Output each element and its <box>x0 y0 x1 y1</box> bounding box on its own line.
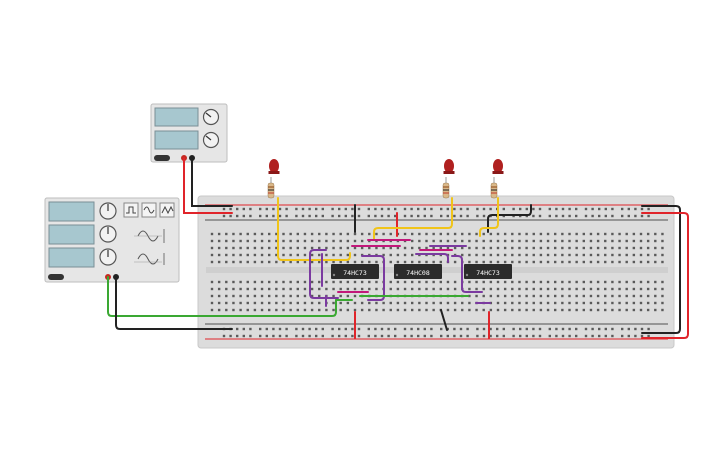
offset-diagram-icon <box>134 253 165 265</box>
chip-1-label: 74HC73 <box>343 269 367 277</box>
wire-yellow-3 <box>479 197 499 237</box>
function-generator[interactable] <box>44 197 180 283</box>
led-resistor-1[interactable] <box>267 159 280 199</box>
wire-rail-right-black <box>641 205 681 334</box>
wire-purple-1 <box>309 249 339 299</box>
power-supply[interactable] <box>150 103 228 163</box>
wire-power-black <box>191 157 233 207</box>
chip-3[interactable]: 74HC73 <box>464 264 512 279</box>
led-resistor-3[interactable] <box>490 159 504 199</box>
wire-purple-2 <box>361 255 385 301</box>
wire-power-red <box>183 157 233 214</box>
wire-purple-4 <box>415 253 449 263</box>
chip-3-label: 74HC73 <box>476 269 500 277</box>
led-2 <box>444 159 454 173</box>
power-supply-display-1 <box>154 107 199 127</box>
square-wave-icon[interactable] <box>123 202 139 218</box>
wire-fg-black <box>115 276 233 330</box>
chip-1[interactable]: 74HC73 <box>331 264 379 279</box>
function-generator-switch[interactable] <box>48 274 64 280</box>
wires[interactable] <box>107 157 689 339</box>
wire-yellow-2 <box>373 197 453 241</box>
wire-yellow-1 <box>277 197 351 261</box>
function-generator-display-3 <box>48 247 95 268</box>
chip-2-label: 74HC08 <box>406 269 430 277</box>
function-generator-display-1 <box>48 201 95 222</box>
triangle-wave-icon[interactable] <box>159 202 175 218</box>
function-generator-display-2 <box>48 224 95 245</box>
led-3 <box>493 159 503 173</box>
wire-rail-right-red <box>641 212 689 339</box>
wire-jumper-black-3 <box>487 204 532 233</box>
breadboard-holes[interactable] <box>210 207 664 338</box>
chip-2[interactable]: 74HC08 <box>394 264 442 279</box>
wire-jumper-black-2 <box>440 309 448 331</box>
power-supply-display-2 <box>154 130 199 150</box>
sine-wave-icon[interactable] <box>141 202 157 218</box>
wire-fg-green <box>107 276 337 317</box>
wire-purple-5 <box>451 255 483 293</box>
led-1 <box>269 159 279 173</box>
led-resistor-2[interactable] <box>442 159 455 199</box>
amplitude-diagram-icon <box>134 229 165 243</box>
power-supply-switch[interactable] <box>154 155 170 161</box>
